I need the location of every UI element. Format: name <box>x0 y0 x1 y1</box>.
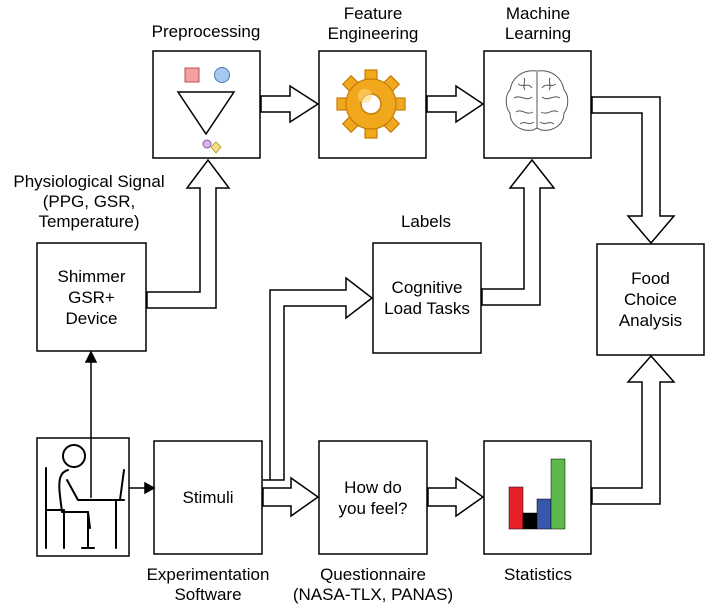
physiological-signal-label: Physiological Signal (PPG, GSR, Temperat… <box>13 172 165 231</box>
feature-engineering-box <box>318 50 427 159</box>
funnel-triangle <box>176 91 236 136</box>
statistics-box <box>483 440 592 555</box>
arrow-stimuli-to-cog <box>263 276 374 481</box>
arrow-feel-to-stats <box>427 476 485 518</box>
bar-blue <box>536 498 552 530</box>
preprocessing-box <box>152 50 261 159</box>
stimuli-box <box>153 440 263 555</box>
how-do-you-feel-text: How do you feel? <box>338 477 408 518</box>
cognitive-text: Cognitive Load Tasks <box>384 278 470 318</box>
arrow-pre-to-feat <box>260 84 320 124</box>
shimmer-text: Shimmer GSR+ Device <box>57 266 126 328</box>
preprocessing-label: Preprocessing <box>151 22 261 41</box>
food-choice-text: Food Choice Analysis <box>618 269 683 330</box>
arrow-shimmer-to-pre <box>146 158 231 309</box>
arrow-person-to-shimmer-head <box>84 350 98 363</box>
funnel-icon <box>176 67 236 154</box>
person-box <box>36 437 130 557</box>
square-shape <box>184 67 200 83</box>
experimentation-software-label: Experimentation Software <box>146 565 270 604</box>
gear-icon <box>336 69 406 139</box>
machine-learning-box <box>483 50 592 159</box>
bar-black <box>522 512 538 530</box>
machine-learning-label: Machine Learning <box>504 4 572 43</box>
arrow-stats-to-food <box>591 354 676 505</box>
arrow-stimuli-to-feel <box>262 476 320 518</box>
statistics-label: Statistics <box>503 565 573 584</box>
feature-engineering-label: Feature Engineering <box>327 4 419 43</box>
small-circle-shape <box>202 139 212 149</box>
circle-shape <box>214 67 230 83</box>
labels-title: Labels <box>400 212 452 231</box>
bar-chart-icon <box>508 458 566 530</box>
how-do-you-feel-box <box>318 440 428 555</box>
bar-green <box>550 458 566 530</box>
bar-red <box>508 486 524 530</box>
diamond-shape <box>210 141 222 154</box>
arrow-feat-to-ml <box>426 84 485 124</box>
arrow-cog-to-ml <box>481 158 556 306</box>
brain-icon <box>505 70 569 131</box>
questionnaire-label: Questionnaire (NASA-TLX, PANAS) <box>292 565 454 604</box>
person-at-desk-icon <box>45 444 125 549</box>
arrow-ml-to-food <box>591 96 676 245</box>
shimmer-box <box>36 242 147 352</box>
food-choice-box <box>596 243 705 356</box>
stimuli-text: Stimuli <box>182 488 234 507</box>
arrow-person-to-stimuli-head <box>144 481 156 495</box>
